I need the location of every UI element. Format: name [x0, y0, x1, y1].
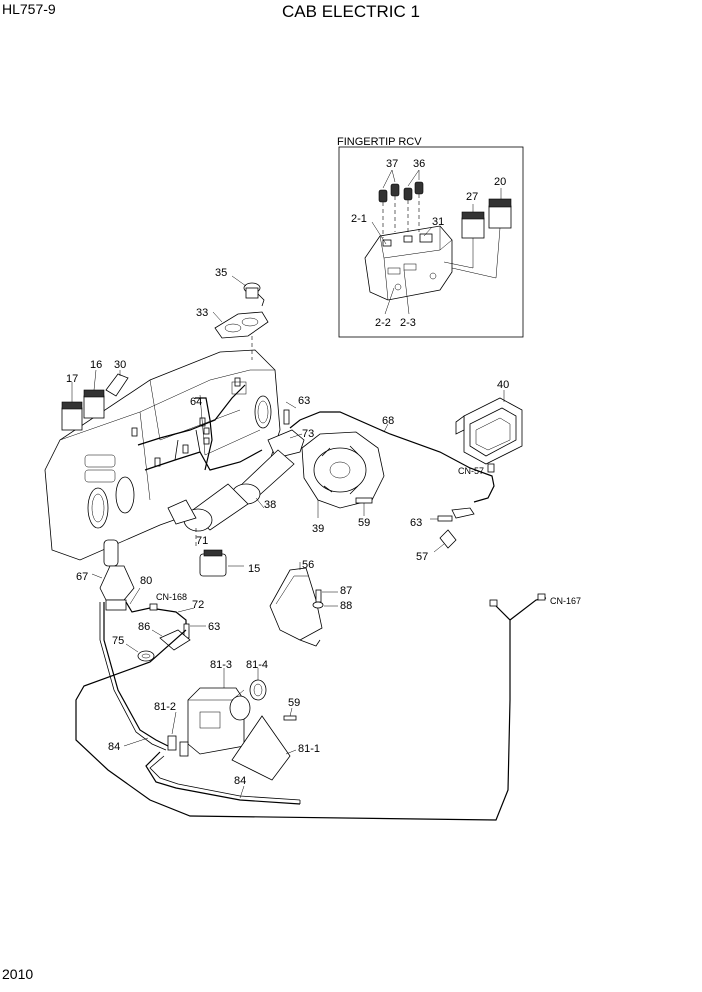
grommet-75 — [125, 643, 155, 662]
callout-71: 71 — [196, 535, 208, 547]
inset-frame — [338, 146, 524, 338]
hose-84-upper — [103, 602, 169, 747]
connector-cn-57 — [487, 463, 495, 473]
callout-2-3: 2-3 — [400, 317, 416, 329]
callout-57: 57 — [416, 551, 428, 563]
inset-title: FINGERTIP RCV — [337, 136, 422, 148]
callout-40: 40 — [497, 379, 509, 391]
page-title: CAB ELECTRIC 1 — [282, 2, 420, 21]
switch-17 — [61, 382, 83, 431]
pedal-56 — [269, 562, 323, 647]
callout-72: 72 — [192, 599, 204, 611]
callout-20: 20 — [494, 176, 506, 188]
label-cn-168: CN-168 — [156, 592, 187, 602]
callout-16: 16 — [90, 359, 102, 371]
callout-17: 17 — [66, 373, 78, 385]
bracket-81-1 — [231, 715, 297, 781]
switch-15 — [195, 528, 244, 577]
tank-81-3 — [187, 668, 251, 755]
callout-59-upper: 59 — [358, 517, 370, 529]
callout-31: 31 — [432, 216, 444, 228]
callout-37: 37 — [386, 158, 398, 170]
fingertip-rcv-inset: FINGERTIP RCV — [337, 136, 524, 338]
button-knob-37b — [390, 183, 400, 232]
callout-87: 87 — [340, 585, 352, 597]
label-cn-57: CN-57 — [458, 466, 484, 476]
bolt-63-middle — [430, 515, 453, 522]
callout-73: 73 — [302, 428, 314, 440]
callout-64: 64 — [190, 396, 202, 408]
callout-63-lower: 63 — [208, 621, 220, 633]
dashboard-panel — [44, 349, 281, 561]
bolt-59-upper — [355, 497, 373, 516]
switch-27 — [461, 211, 485, 268]
clip-57 — [433, 529, 457, 553]
connector-cn-167 — [537, 593, 546, 601]
callout-2-1: 2-1 — [351, 213, 367, 225]
callout-88: 88 — [340, 600, 352, 612]
model-code: HL757-9 — [2, 1, 56, 17]
callout-81-1: 81-1 — [298, 743, 320, 755]
callout-81-4: 81-4 — [246, 659, 268, 671]
main-harness-loop — [75, 605, 511, 821]
connector-cn-168 — [149, 603, 158, 611]
plate-30 — [105, 370, 129, 397]
button-knob-36b — [414, 181, 424, 232]
button-knob-36a — [403, 187, 413, 234]
joystick-67 — [91, 539, 135, 611]
callout-63-upper: 63 — [298, 395, 310, 407]
callout-86: 86 — [138, 621, 150, 633]
vent-mid — [115, 476, 135, 514]
callout-27: 27 — [466, 191, 478, 203]
fitting-81-2 — [167, 711, 189, 757]
callout-35: 35 — [215, 267, 227, 279]
callout-81-3: 81-3 — [210, 659, 232, 671]
switch-20 — [488, 198, 512, 279]
bolt-63-upper — [283, 401, 297, 425]
label-cn-167: CN-167 — [550, 596, 581, 606]
steering-column — [167, 449, 295, 532]
part-35 — [231, 275, 265, 307]
hose-84-lower — [145, 751, 301, 805]
page-number: 2010 — [2, 966, 34, 982]
bolt-59-lower — [283, 707, 297, 721]
callout-30: 30 — [114, 359, 126, 371]
display-monitor-40 — [455, 390, 523, 465]
callout-84-lower: 84 — [234, 775, 246, 787]
callout-38: 38 — [264, 499, 276, 511]
callout-39: 39 — [312, 523, 324, 535]
callout-2-2: 2-2 — [375, 317, 391, 329]
washer-88 — [312, 601, 338, 609]
callout-67: 67 — [76, 571, 88, 583]
harness-64 — [195, 397, 213, 471]
button-knob-37a — [378, 189, 388, 238]
plate-33 — [212, 311, 269, 360]
cover-39 — [301, 431, 385, 518]
bolt-87 — [315, 589, 338, 603]
callout-56: 56 — [302, 559, 314, 571]
clip-pair — [451, 507, 475, 519]
callout-84-upper: 84 — [108, 741, 120, 753]
harness-80 — [125, 601, 187, 630]
connector-lower-left — [489, 599, 498, 607]
bolt-63-lower — [183, 623, 206, 639]
callout-36: 36 — [413, 158, 425, 170]
callout-33: 33 — [196, 307, 208, 319]
callout-81-2: 81-2 — [154, 701, 176, 713]
callout-59-lower: 59 — [288, 697, 300, 709]
vent-right — [254, 395, 272, 429]
switch-16 — [83, 369, 105, 419]
callout-63-middle: 63 — [410, 517, 422, 529]
callout-80: 80 — [140, 575, 152, 587]
callout-15: 15 — [248, 563, 260, 575]
callout-75: 75 — [112, 635, 124, 647]
vent-left — [87, 487, 109, 529]
harness-68 — [289, 411, 495, 503]
cap-81-4 — [249, 668, 267, 701]
callout-68: 68 — [382, 415, 394, 427]
